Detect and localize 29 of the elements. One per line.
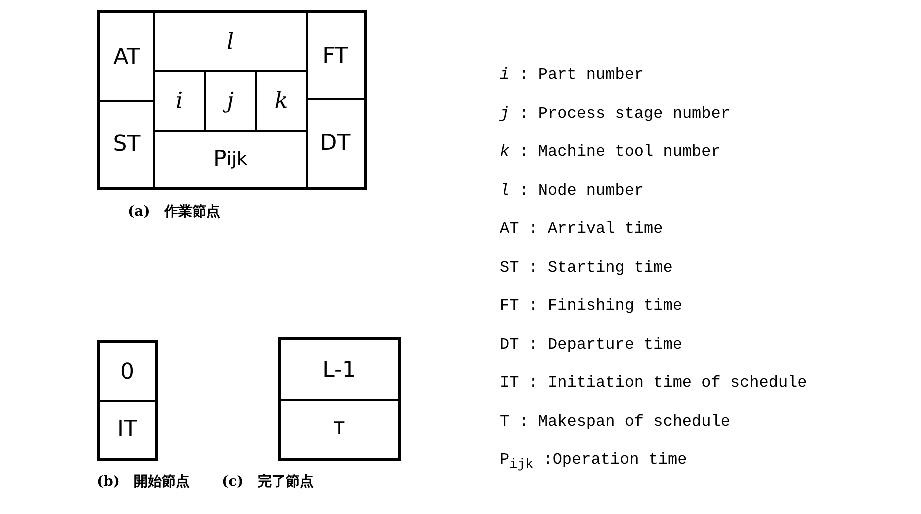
node-label: (b) 開始節点 [97,473,190,491]
legend-definition: k : Machine tool number [500,143,721,161]
legend-definition: AT : Arrival time [500,220,664,238]
node-cell: T [280,399,399,459]
node-cell: i [153,70,206,132]
node-label: (a) 作業節点 [128,203,220,221]
legend-definition: ST : Starting time [500,258,673,276]
node-cell: DT [306,98,365,188]
legend-definition: l : Node number [500,182,644,200]
node-cell: 0 [99,342,156,402]
node-cell: L-1 [280,339,399,401]
node-cell: IT [99,400,156,459]
legend-definition: T : Makespan of schedule [500,412,730,430]
legend-definition: j : Process stage number [500,104,730,122]
node-cell: FT [306,12,365,100]
node-cell: ST [99,100,155,188]
node-frame [97,340,158,461]
node-frame [278,337,401,461]
legend-definition: DT : Departure time [500,336,682,354]
legend-definition: IT : Initiation time of schedule [500,374,808,392]
node-label: (c) 完了節点 [222,473,314,491]
legend-definition: i : Part number [500,66,644,84]
node-cell: k [255,70,308,132]
node-cell: l [153,12,308,72]
legend-definition: P$_{ijk}$ :Operation time [500,451,688,474]
node-cell: j [204,70,257,132]
node-frame [97,10,367,190]
node-cell: AT [99,12,155,102]
legend-definition: FT : Finishing time [500,297,682,315]
